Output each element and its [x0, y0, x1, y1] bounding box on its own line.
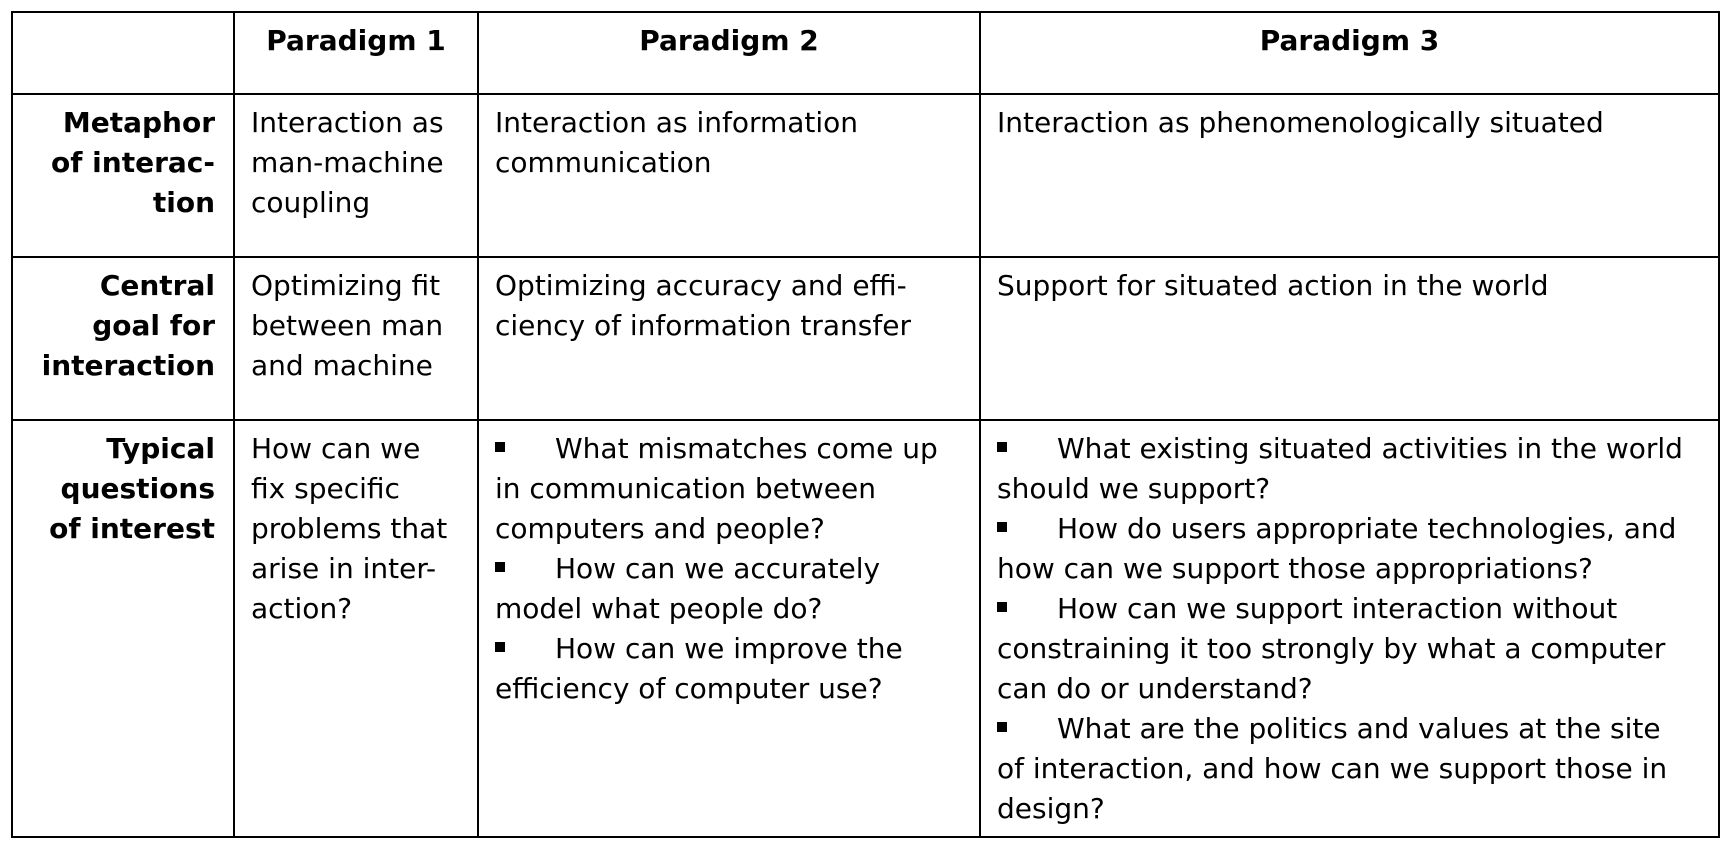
paradigm-3-header: Paradigm 3 [979, 11, 1720, 95]
questions-row: Typical questions of interest How can we… [11, 419, 1720, 838]
square-bullet-icon [495, 562, 505, 572]
goal-row: Central goal for interaction Optimizing … [11, 256, 1720, 421]
goal-paradigm-1-cell: Optimizing fit between man and machine [233, 256, 479, 421]
questions-paradigm-1-cell: How can we fix specific problems that ar… [233, 419, 479, 838]
bullet-item: How do users appropriate technologies, a… [997, 512, 1677, 585]
metaphor-paradigm-2-cell: Interaction as information communication [477, 93, 981, 258]
questions-row-label: Typical questions of interest [11, 419, 235, 838]
goal-paradigm-2-cell: Optimizing accuracy and effi- ciency of … [477, 256, 981, 421]
square-bullet-icon [997, 442, 1007, 452]
metaphor-paradigm-1-cell: Interaction as man-machine coupling [233, 93, 479, 258]
goal-paradigm-3-cell: Support for situated action in the world [979, 256, 1720, 421]
questions-paradigm-3-cell: What existing situated activities in the… [979, 419, 1720, 838]
corner-cell [11, 11, 235, 95]
square-bullet-icon [997, 602, 1007, 612]
paradigm-2-header: Paradigm 2 [477, 11, 981, 95]
paradigms-table: Paradigm 1 Paradigm 2 Paradigm 3 Metapho… [11, 11, 1720, 838]
bullet-item: How can we support interaction without c… [997, 592, 1666, 705]
bullet-item: What existing situated activities in the… [997, 432, 1683, 505]
metaphor-row: Metaphor of interac- tion Interaction as… [11, 93, 1720, 258]
questions-paradigm-2-cell: What mismatches come up in communication… [477, 419, 981, 838]
bullet-item: What mismatches come up in communication… [495, 432, 938, 545]
bullet-item: What are the politics and values at the … [997, 712, 1668, 825]
square-bullet-icon [997, 722, 1007, 732]
bullet-item: How can we accurately model what people … [495, 552, 881, 625]
bullet-item: How can we improve the efficiency of com… [495, 632, 903, 705]
square-bullet-icon [495, 442, 505, 452]
header-row: Paradigm 1 Paradigm 2 Paradigm 3 [11, 11, 1720, 95]
metaphor-paradigm-3-cell: Interaction as phenomenologically situat… [979, 93, 1720, 258]
square-bullet-icon [997, 522, 1007, 532]
paradigm-1-header: Paradigm 1 [233, 11, 479, 95]
square-bullet-icon [495, 642, 505, 652]
metaphor-row-label: Metaphor of interac- tion [11, 93, 235, 258]
goal-row-label: Central goal for interaction [11, 256, 235, 421]
